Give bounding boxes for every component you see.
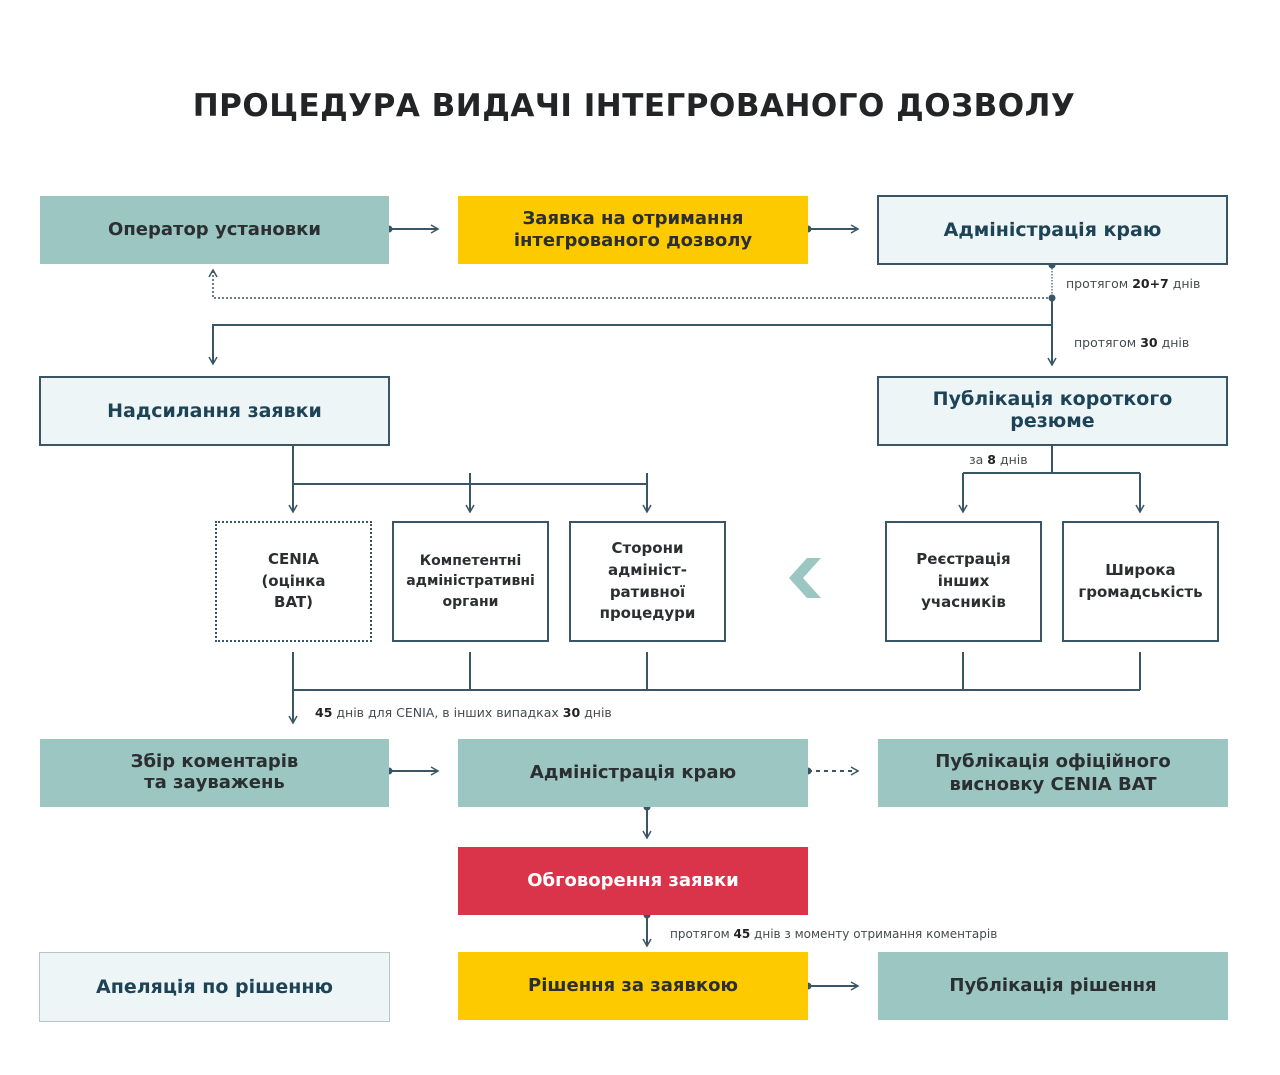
public-line1: Широка bbox=[1105, 560, 1176, 579]
cenia-line3: BAT) bbox=[274, 593, 313, 612]
page-title: ПРОЦЕДУРА ВИДАЧІ ІНТЕГРОВАНОГО ДОЗВОЛУ bbox=[192, 88, 1076, 124]
public-box: Широка громадськість bbox=[1062, 521, 1219, 642]
competent-line2: адміністративні bbox=[406, 573, 535, 590]
chevron-left-icon bbox=[789, 558, 821, 598]
appeal-label: Апеляція по рішенню bbox=[96, 975, 333, 998]
region-admin-top-box: Адміністрація краю bbox=[877, 195, 1228, 265]
registration-line3: учасників bbox=[921, 593, 1006, 612]
sending-label: Надсилання заявки bbox=[107, 399, 322, 422]
parties-line2: адмініст- bbox=[608, 560, 687, 579]
note-30-days: протягом 30 днів bbox=[1074, 335, 1190, 350]
note-45-30-days: 45 днів для CENIA, в інших випадках 30 д… bbox=[315, 705, 612, 720]
competent-line1: Компетентні bbox=[419, 553, 522, 570]
region-admin-bottom-label: Адміністрація краю bbox=[529, 762, 737, 784]
decision-box: Рішення за заявкою bbox=[458, 952, 808, 1020]
dotted-return-arrow bbox=[208, 268, 1052, 299]
registration-line1: Реєстрація bbox=[916, 549, 1011, 568]
parties-box: Сторони адмініст- ративної процедури bbox=[569, 521, 726, 642]
discussion-box: Обговорення заявки bbox=[458, 847, 808, 915]
discussion-label: Обговорення заявки bbox=[527, 870, 739, 892]
appeal-box: Апеляція по рішенню bbox=[39, 952, 390, 1022]
summary-label-line2: резюме bbox=[1010, 410, 1095, 432]
public-line2: громадськість bbox=[1078, 582, 1203, 601]
application-label-line1: Заявка на отримання bbox=[522, 208, 744, 230]
cenia-box: CENIA (оцінка BAT) bbox=[215, 521, 372, 642]
summary-label-line1: Публікація короткого bbox=[932, 388, 1173, 411]
operator-box: Оператор установки bbox=[40, 196, 389, 264]
parties-line1: Сторони bbox=[611, 539, 684, 557]
cenia-publication-line2: висновку CENIA BAT bbox=[949, 774, 1157, 795]
note-45-days-comments: протягом 45 днів з моменту отримання ком… bbox=[670, 927, 998, 941]
operator-label: Оператор установки bbox=[108, 219, 321, 241]
parties-line3: ративної bbox=[609, 582, 686, 601]
registration-line2: інших bbox=[937, 571, 990, 590]
competent-line3: органи bbox=[442, 593, 499, 610]
cenia-line1: CENIA bbox=[268, 549, 319, 568]
note-8-days: за 8 днів bbox=[969, 452, 1028, 467]
application-box: Заявка на отримання інтегрованого дозвол… bbox=[458, 196, 808, 264]
decision-publication-box: Публікація рішення bbox=[878, 952, 1228, 1020]
competent-bodies-box: Компетентні адміністративні органи bbox=[392, 521, 549, 642]
sending-box: Надсилання заявки bbox=[39, 376, 390, 446]
parties-line4: процедури bbox=[599, 604, 696, 623]
region-admin-bottom-box: Адміністрація краю bbox=[458, 739, 808, 807]
cenia-publication-box: Публікація офіційного висновку CENIA BAT bbox=[878, 739, 1228, 807]
arrow-admin-to-sending bbox=[208, 324, 1052, 366]
decision-publication-label: Публікація рішення bbox=[949, 975, 1157, 997]
cenia-line2: (оцінка bbox=[261, 571, 326, 590]
comments-line2: та зауважень bbox=[144, 772, 285, 793]
decision-label: Рішення за заявкою bbox=[528, 975, 738, 997]
application-label-line2: інтегрованого дозволу bbox=[513, 230, 753, 251]
comments-box: Збір коментарів та зауважень bbox=[40, 739, 389, 807]
note-20-7-days: протягом 20+7 днів bbox=[1066, 276, 1201, 291]
summary-publication-box: Публікація короткого резюме bbox=[877, 376, 1228, 446]
registration-box: Реєстрація інших учасників bbox=[885, 521, 1042, 642]
region-admin-top-label: Адміністрація краю bbox=[943, 218, 1162, 241]
cenia-publication-line1: Публікація офіційного bbox=[935, 750, 1171, 772]
comments-line1: Збір коментарів bbox=[130, 751, 299, 773]
